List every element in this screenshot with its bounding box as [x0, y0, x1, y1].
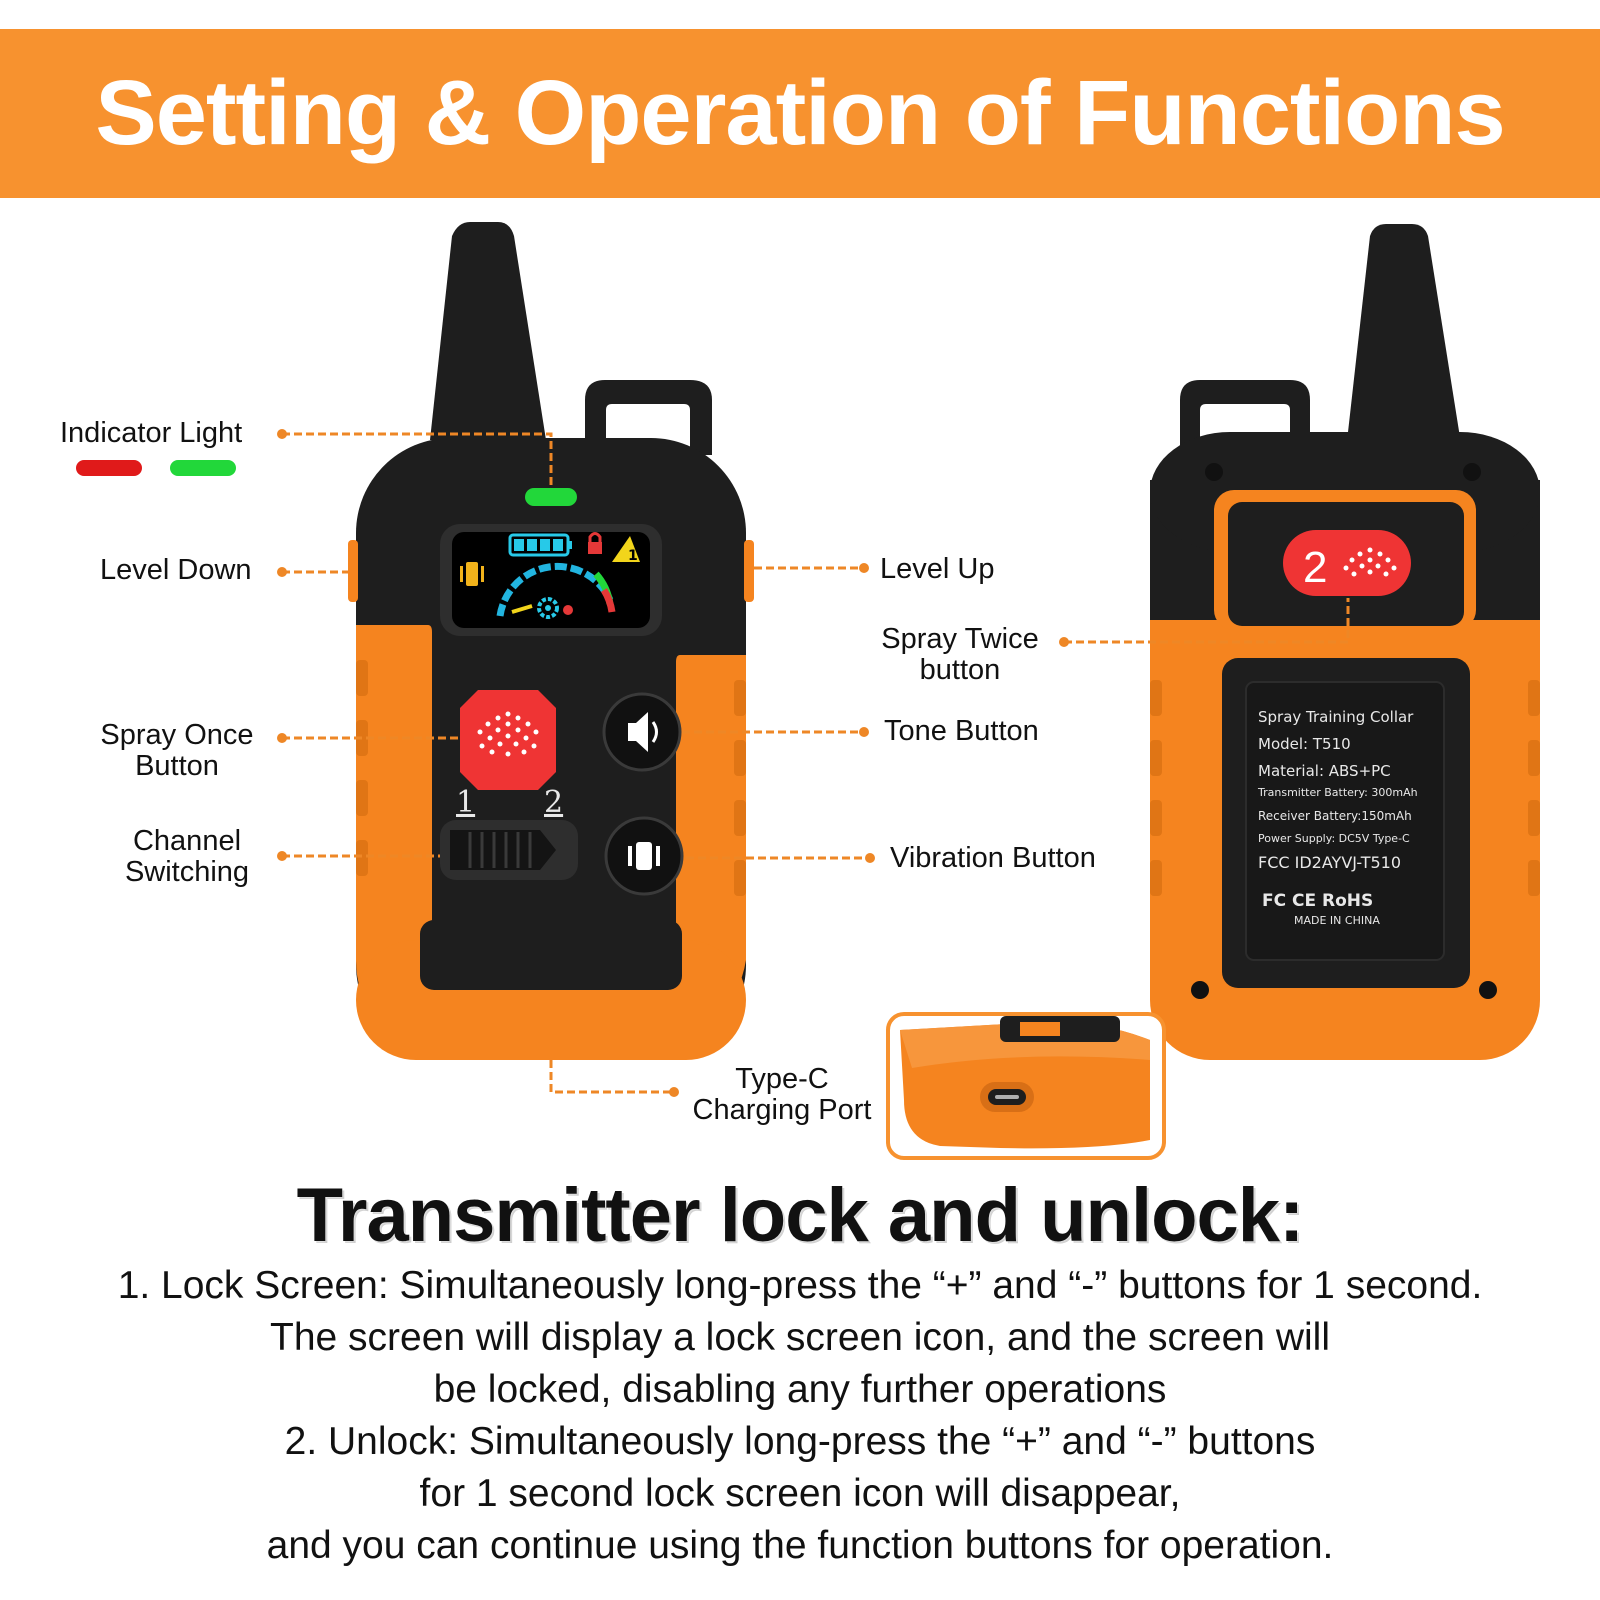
receiver-clip — [1180, 380, 1310, 450]
lock-section-title: Transmitter lock and unlock: — [296, 1173, 1305, 1258]
label-level-down: Level Down — [100, 554, 252, 586]
indicator-green-swatch — [170, 460, 236, 476]
label-level-up: Level Up — [880, 553, 995, 585]
label-charging-line1: Type-C — [735, 1063, 829, 1095]
spec-line-9: MADE IN CHINA — [1294, 914, 1380, 927]
leader-lines — [282, 432, 1350, 1094]
spray-once-button[interactable] — [460, 690, 556, 790]
lock-line-4: 2. Unlock: Simultaneously long-press the… — [284, 1420, 1316, 1463]
label-tone-button: Tone Button — [884, 715, 1039, 747]
label-channel-line2: Switching — [124, 856, 250, 888]
label-indicator-light: Indicator Light — [60, 417, 243, 449]
label-vibration-button: Vibration Button — [890, 842, 1096, 874]
label-charging-port: Type-C Charging Port — [682, 1064, 882, 1126]
receiver: 2 Spray Training Collar Model: T510 Mate… — [1150, 224, 1540, 1060]
type-c-port — [980, 1082, 1034, 1112]
product-illustration: 1 1 2 — [76, 222, 1540, 1160]
spec-line-8: FC CE RoHS — [1262, 891, 1373, 911]
lock-line-5: for 1 second lock screen icon will disap… — [419, 1472, 1181, 1515]
channel-mark-1: 1 — [456, 785, 475, 820]
transmitter-antenna — [430, 222, 546, 440]
spec-line-7: FCC ID2AYVJ-T510 — [1258, 853, 1401, 872]
lock-line-3: be locked, disabling any further operati… — [433, 1368, 1167, 1411]
warning-icon: 1 — [612, 536, 640, 564]
channel-mark-2: 2 — [544, 785, 563, 820]
spec-line-3: Material: ABS+PC — [1258, 762, 1391, 780]
spec-line-2: Model: T510 — [1258, 735, 1351, 753]
vibration-icon — [628, 842, 660, 870]
label-spray-once: Spray Once Button — [92, 720, 262, 782]
label-spray-once-line1: Spray Once — [100, 719, 254, 751]
spec-line-4: Transmitter Battery: 300mAh — [1257, 786, 1418, 799]
lock-line-6: and you can continue using the function … — [266, 1524, 1334, 1567]
label-channel-line1: Channel — [132, 825, 242, 857]
indicator-red-swatch — [76, 460, 142, 476]
level-down-button[interactable] — [348, 540, 358, 602]
channel-switch[interactable] — [440, 820, 578, 880]
lock-section-body: 1. Lock Screen: Simultaneously long-pres… — [0, 1260, 1600, 1572]
level-up-button[interactable] — [744, 540, 754, 602]
charging-port-inset — [886, 1012, 1166, 1160]
tone-button[interactable] — [602, 692, 682, 772]
label-spray-once-line2: Button — [135, 750, 219, 782]
spray-icon — [1343, 547, 1397, 577]
transmitter: 1 1 2 — [348, 222, 754, 1060]
indicator-light — [525, 488, 577, 506]
lock-line-1: 1. Lock Screen: Simultaneously long-pres… — [117, 1264, 1483, 1307]
spec-line-6: Power Supply: DC5V Type-C — [1258, 832, 1410, 845]
transmitter-clip — [585, 380, 712, 455]
vibration-button[interactable] — [604, 816, 684, 896]
vibration-icon — [460, 562, 484, 586]
label-channel-switching: Channel Switching — [112, 826, 262, 888]
lock-line-2: The screen will display a lock screen ic… — [270, 1316, 1330, 1359]
svg-text:1: 1 — [628, 548, 638, 564]
page-title: Setting & Operation of Functions — [95, 62, 1505, 164]
spec-label — [1245, 681, 1445, 961]
label-spray-twice-line2: button — [919, 654, 1001, 686]
spec-line-5: Receiver Battery:150mAh — [1258, 809, 1412, 823]
leader-dots — [277, 429, 1069, 1097]
gear-icon — [537, 597, 559, 619]
title-banner: Setting & Operation of Functions — [0, 29, 1600, 198]
spray-twice-button[interactable]: 2 — [1283, 530, 1411, 596]
label-spray-twice: Spray Twice button — [870, 624, 1050, 686]
spray-twice-number: 2 — [1303, 543, 1327, 592]
spray-icon — [477, 711, 539, 757]
label-charging-line2: Charging Port — [692, 1094, 872, 1126]
lock-icon — [588, 532, 602, 554]
spec-line-1: Spray Training Collar — [1258, 708, 1414, 726]
battery-icon — [508, 533, 572, 557]
label-spray-twice-line1: Spray Twice — [881, 623, 1039, 655]
receiver-antenna — [1346, 224, 1462, 450]
tone-icon — [628, 712, 658, 752]
